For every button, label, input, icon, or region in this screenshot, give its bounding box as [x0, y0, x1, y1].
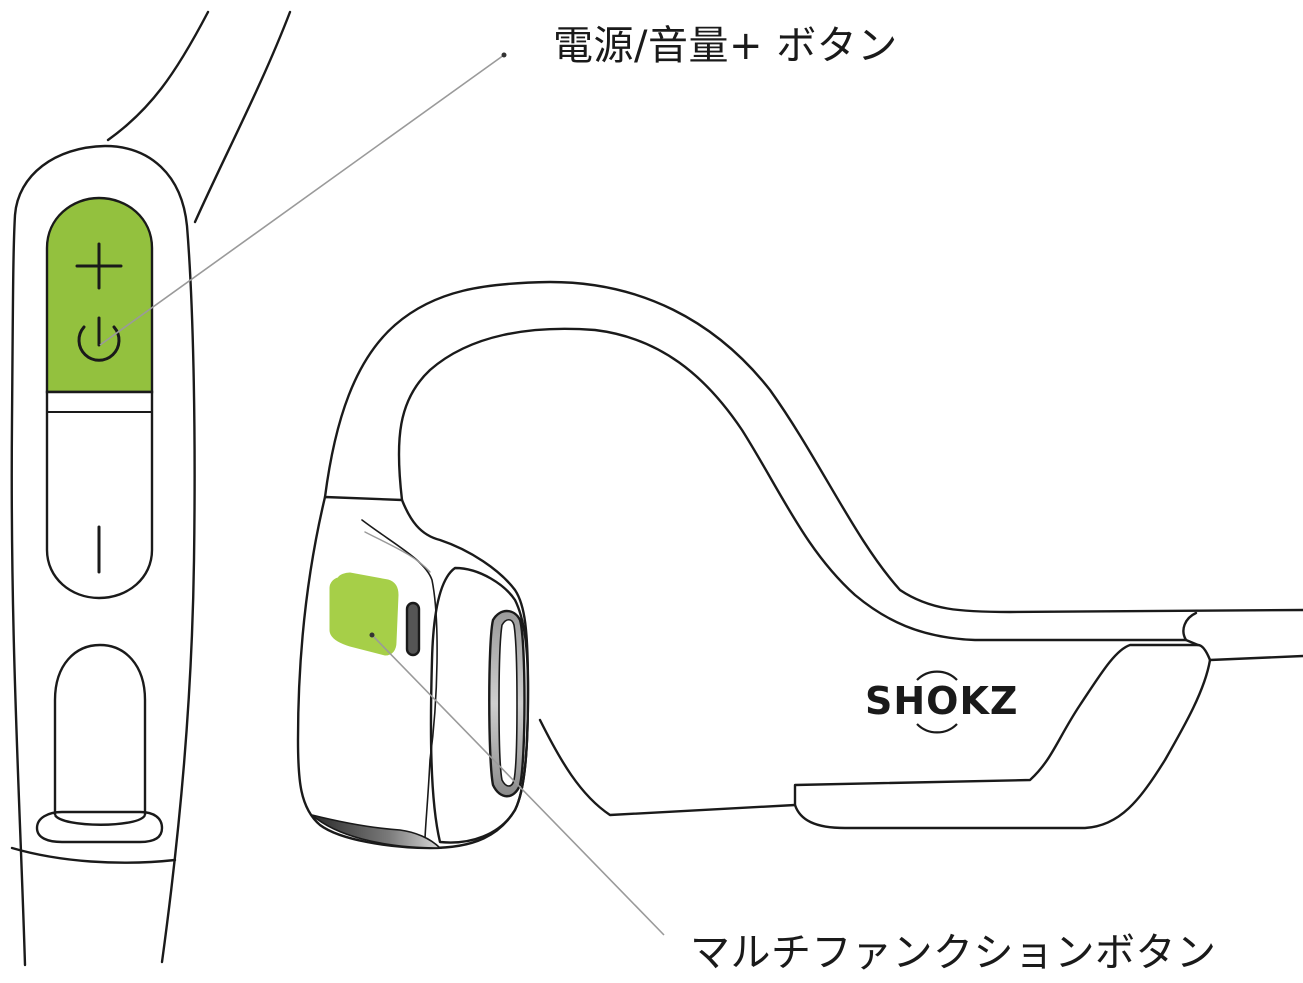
charging-port: [35, 643, 164, 844]
transducer-highlight-line: [364, 531, 431, 573]
transducer-bottom-shade: [311, 814, 442, 849]
rear-housing: [793, 643, 1212, 830]
power-icon: [77, 316, 121, 362]
side-body-outline: [10, 144, 196, 967]
volume-down-area[interactable]: [45, 390, 154, 600]
leader-dot-multifunction: [369, 632, 375, 638]
transducer-face-edge: [361, 519, 438, 841]
transducer-pad-outline: [429, 566, 530, 844]
ear-hook-outer: [323, 280, 1303, 614]
transducer-slot: [488, 609, 526, 798]
leader-line-power: [99, 54, 505, 346]
ear-hook-inner: [397, 327, 1188, 642]
power-volume-button[interactable]: [45, 196, 154, 600]
multifunction-button[interactable]: [329, 572, 399, 656]
brand-logo-text: SHOKZ: [865, 679, 1018, 723]
side-view: [10, 10, 292, 967]
neckband-outline: [106, 10, 292, 224]
leader-dot-power: [501, 52, 507, 58]
front-view: [296, 280, 1303, 850]
power-volume-button-highlight: [45, 196, 154, 394]
power-volume-button-label: 電源/音量+ ボタン: [553, 23, 898, 69]
plus-icon: [75, 242, 123, 290]
band-connector: [1182, 611, 1303, 662]
sound-wave-icon: [916, 670, 958, 734]
leader-line-multifunction: [371, 634, 665, 936]
multifunction-button-label: マルチファンクションボタン: [690, 930, 1217, 976]
side-body-inner-line: [10, 846, 177, 864]
brand-logo: SHOKZ: [865, 670, 1018, 734]
rear-housing-lower: [538, 718, 797, 817]
led-indicator: [405, 601, 421, 657]
